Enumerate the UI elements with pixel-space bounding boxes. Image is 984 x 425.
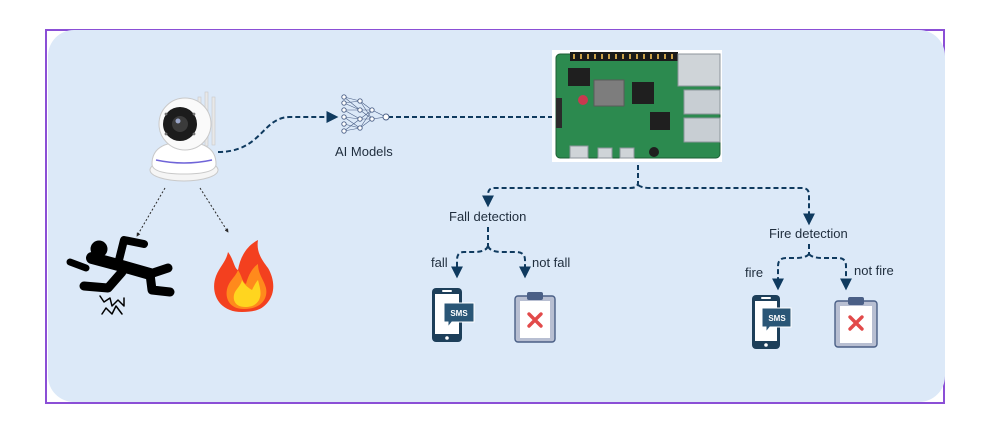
falling-person-icon: [66, 236, 175, 315]
camera-to-ai-connector: [217, 111, 339, 153]
not-fire-label: not fire: [854, 263, 894, 278]
fire-detection-label: Fire detection: [769, 226, 848, 241]
fall-detection-label: Fall detection: [449, 209, 527, 224]
clipboard-x-icon: [834, 297, 878, 348]
fire-yes-connector: [772, 253, 810, 291]
clipboard-x-icon: [514, 292, 556, 343]
camera-dotted-lines: [136, 187, 229, 237]
smartphone-sms-icon: SMS: [752, 295, 792, 349]
fire-no-connector: [808, 253, 852, 291]
raspberry-pi-board-icon: [552, 50, 722, 162]
fire-icon: [214, 240, 274, 312]
connector-lines: [217, 111, 852, 291]
fall-yes-connector: [451, 245, 489, 279]
sms-text: SMS: [768, 314, 786, 323]
ip-camera-icon: [149, 91, 219, 182]
not-fall-label: not fall: [532, 255, 571, 270]
board-to-fire-connector: [637, 184, 815, 226]
ai-models-label: AI Models: [335, 144, 393, 159]
fall-label: fall: [431, 255, 448, 270]
fall-no-connector: [487, 245, 531, 279]
fire-label: fire: [745, 265, 764, 280]
diagram-panel: [48, 30, 945, 402]
neural-network-icon: [341, 94, 390, 134]
board-to-fall-connector: [482, 165, 639, 208]
sms-text: SMS: [450, 309, 468, 318]
smartphone-sms-icon: SMS: [432, 288, 475, 342]
